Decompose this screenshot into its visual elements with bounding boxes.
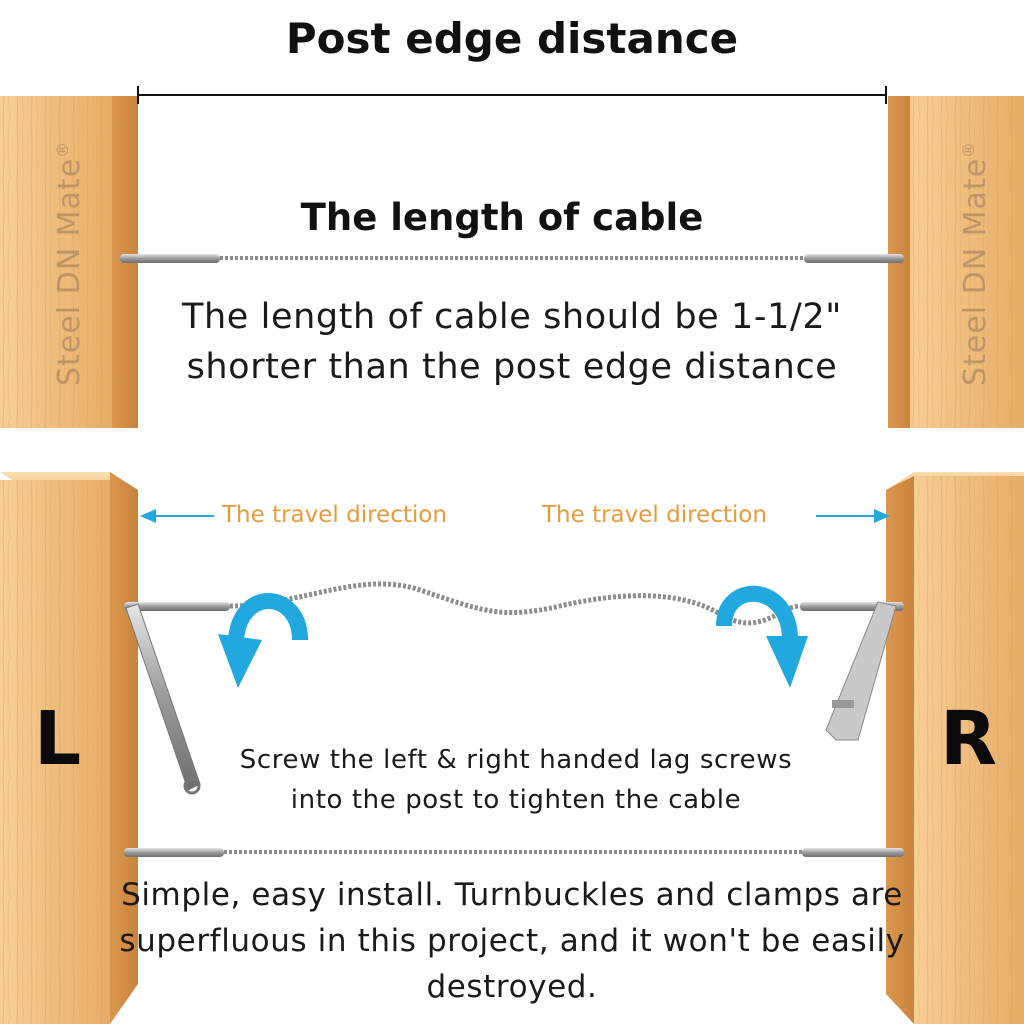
right-side-label: R — [940, 696, 997, 782]
top-cable — [120, 254, 904, 263]
dimension-line-icon — [137, 86, 887, 104]
footer-note: Simple, easy install. Turnbuckles and cl… — [119, 877, 905, 1005]
travel-label-left: The travel direction — [222, 502, 447, 528]
wrench-tool-icon — [825, 601, 897, 741]
travel-label-right: The travel direction — [542, 502, 767, 528]
bottom-right-post — [886, 472, 1024, 1024]
brand-watermark-left: Steel DN Mate® — [52, 140, 87, 386]
right-arrow-icon — [816, 509, 890, 523]
instruction-text: Screw the left & right handed lag screws… — [239, 745, 793, 815]
top-right-post — [888, 96, 1024, 428]
curved-arrow-icon — [716, 585, 808, 688]
cable-heading: The length of cable — [300, 196, 704, 239]
curved-arrow-icon — [218, 593, 308, 688]
page-title: Post edge distance — [285, 14, 739, 63]
bottom-left-post — [0, 472, 138, 1024]
cable-note: The length of cable should be 1-1/2" sho… — [182, 297, 842, 387]
left-side-label: L — [34, 696, 82, 782]
top-left-post — [0, 96, 138, 428]
left-arrow-icon — [140, 509, 214, 523]
lag-screw-icon — [125, 603, 201, 795]
brand-watermark-right: Steel DN Mate® — [958, 140, 993, 386]
bottom-cable — [124, 848, 904, 857]
